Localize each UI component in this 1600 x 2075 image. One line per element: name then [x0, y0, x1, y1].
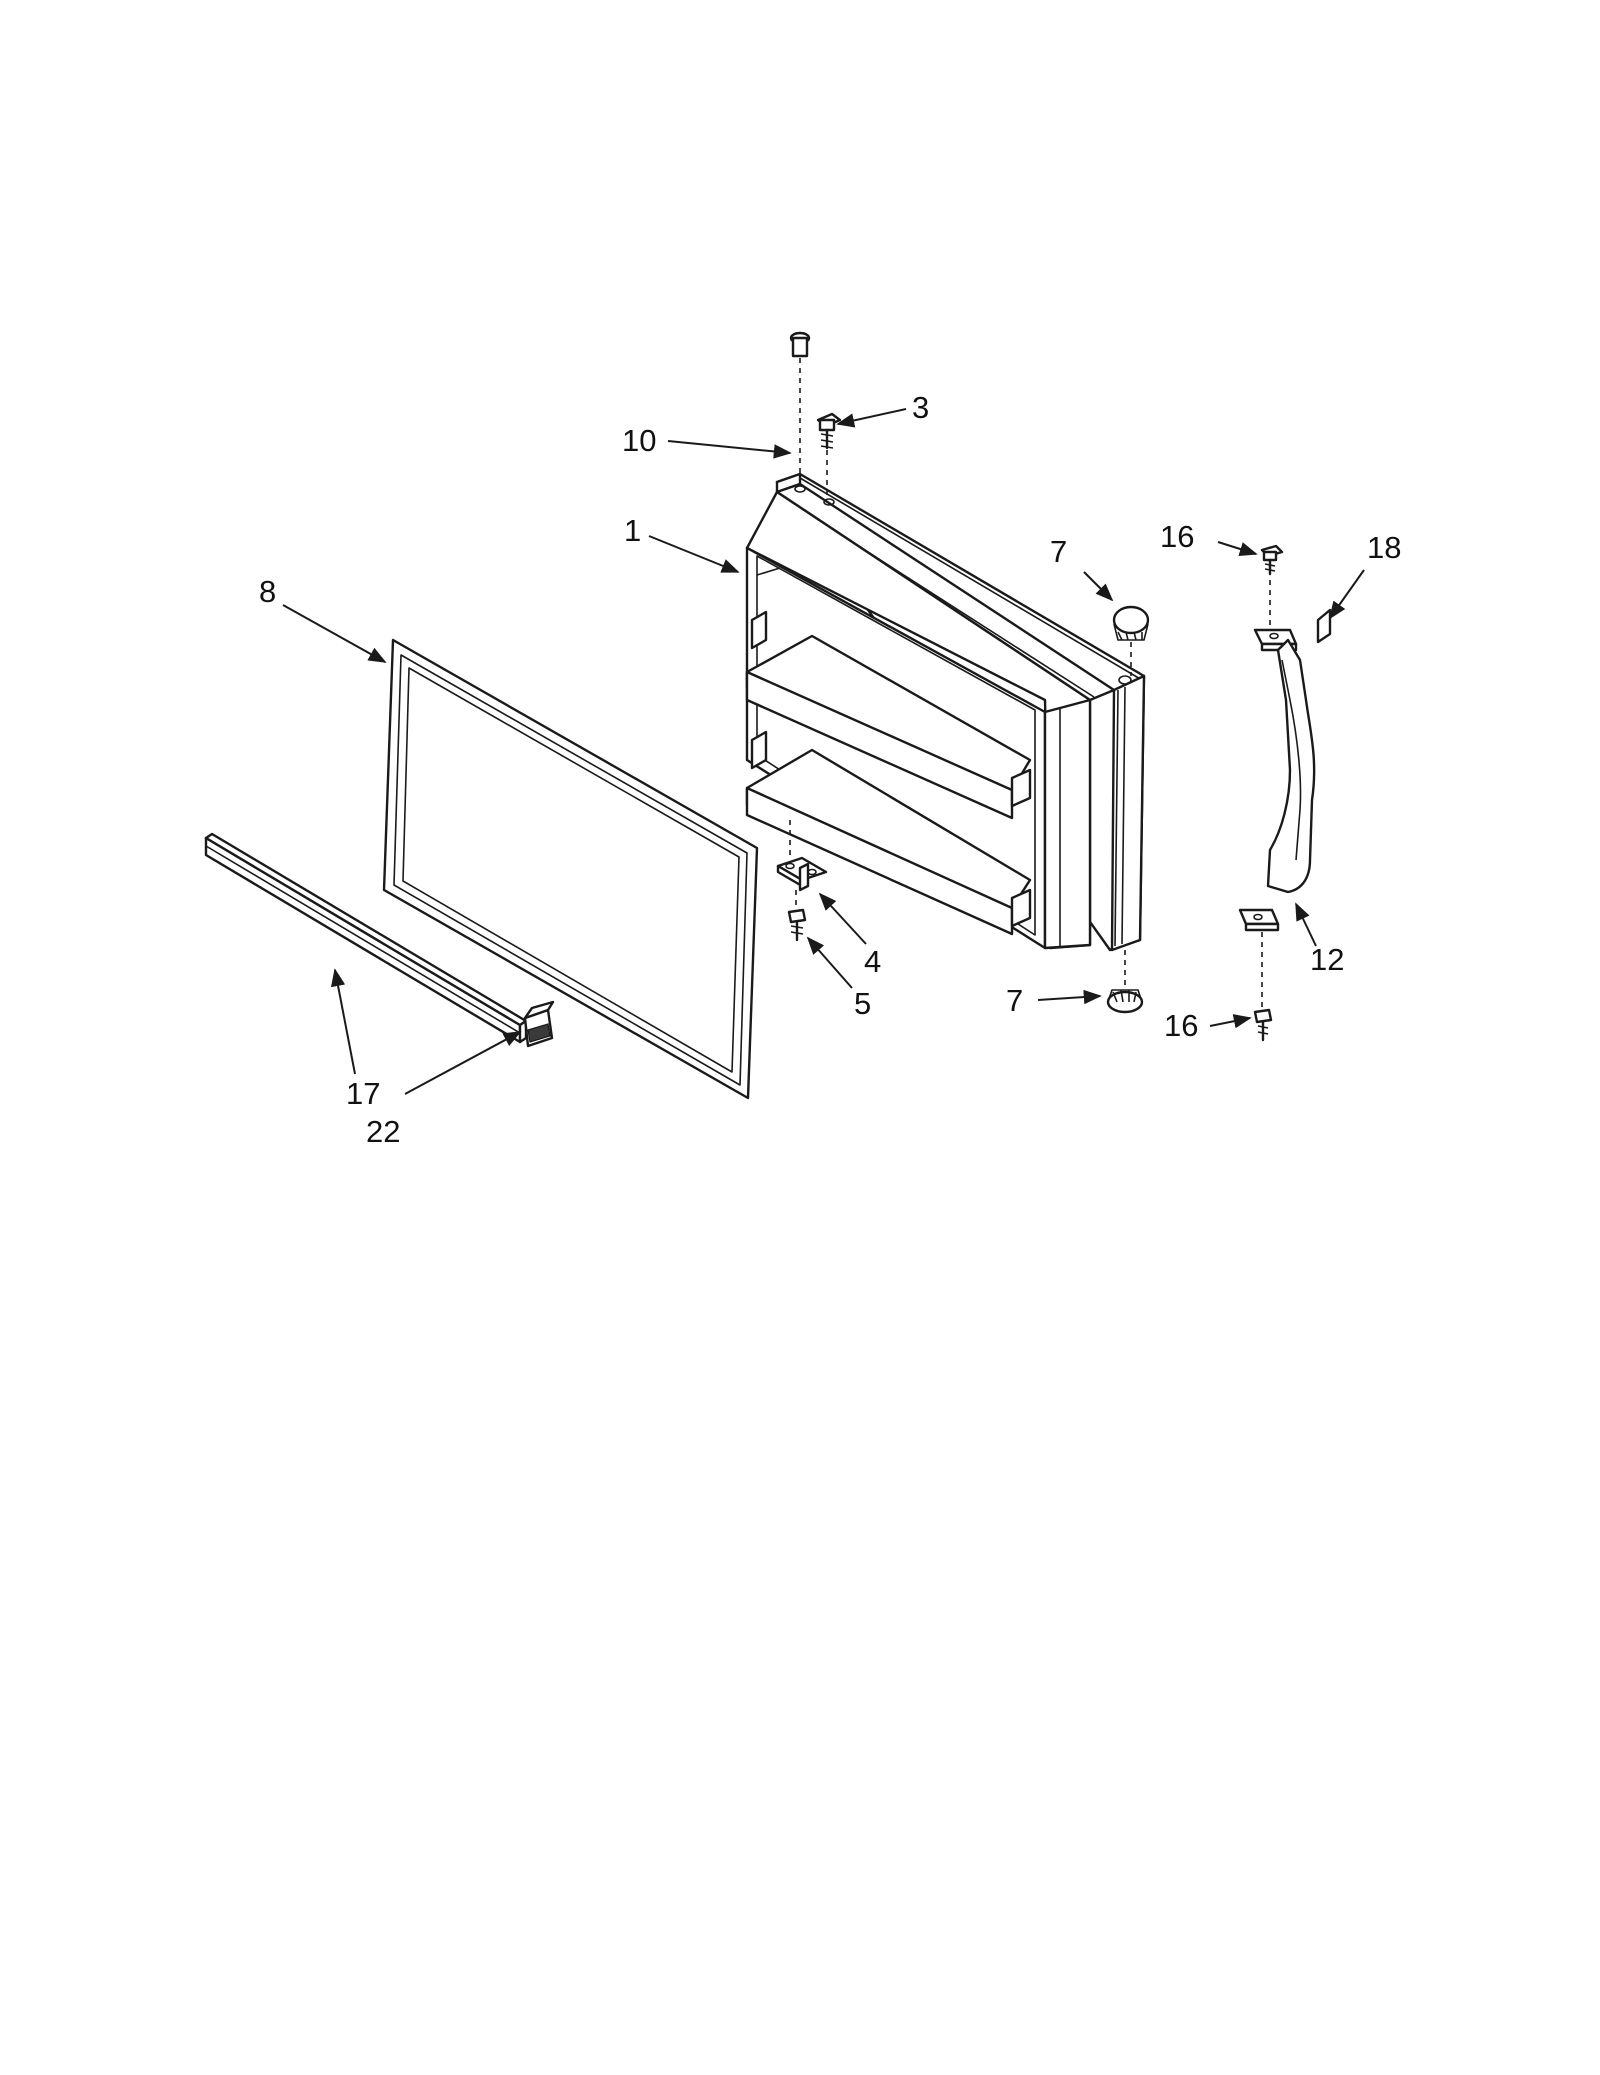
hinge-plate-screw: [787, 890, 807, 942]
hinge-plate: [776, 820, 828, 892]
hinge-pin: [789, 331, 811, 480]
callout-5: 5: [854, 986, 871, 1021]
callout-7-bottom: 7: [1006, 983, 1023, 1018]
callout-22: 22: [366, 1114, 400, 1149]
hinge-screw: [816, 412, 842, 495]
callout-4: 4: [864, 944, 881, 979]
callout-16-bottom: 16: [1164, 1008, 1198, 1043]
handle-screw-top: [1260, 544, 1284, 576]
door-stop-bottom: [1106, 950, 1144, 1014]
callout-3: 3: [912, 390, 929, 425]
trim-end-cap: [523, 1000, 555, 1048]
handle-screw-bottom: [1253, 1008, 1273, 1042]
door-stop-top: [1112, 605, 1150, 676]
callout-16-top: 16: [1160, 519, 1194, 554]
door-gasket: [382, 638, 759, 1100]
callout-18: 18: [1367, 530, 1401, 565]
door-liner: [745, 472, 1146, 952]
callout-8: 8: [259, 574, 276, 609]
callout-12: 12: [1310, 942, 1344, 977]
callout-10: 10: [622, 423, 656, 458]
callout-labels: 3 10 1 7 16 18 8 4 5 7 12 16 17 22: [259, 390, 1401, 1149]
door-handle: [1238, 560, 1316, 1010]
callout-1: 1: [624, 513, 641, 548]
callout-7-top: 7: [1050, 534, 1067, 569]
handle-pad: [1316, 608, 1332, 644]
leader-lines: [282, 408, 1365, 1095]
callout-17: 17: [346, 1076, 380, 1111]
